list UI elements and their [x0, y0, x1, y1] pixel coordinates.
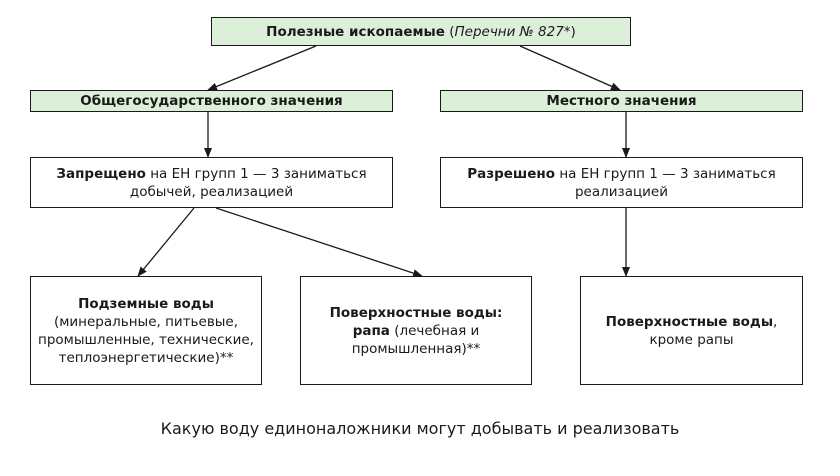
arrow-root-to-left	[207, 45, 317, 91]
diagram-caption: Какую воду единоналожники могут добывать…	[160, 419, 680, 438]
right-header-box: Местного значения	[440, 90, 803, 112]
underground-water-box: Подземные воды(минеральные, питьевые, пр…	[30, 276, 262, 385]
right-status-box: Разрешено на ЕН групп 1 — 3 заниматься р…	[440, 157, 803, 208]
right-status-text: на ЕН групп 1 — 3 заниматься реализацией	[555, 165, 776, 200]
surface-brine-box: Поверхностные воды:рапа (лечебная и пром…	[300, 276, 532, 385]
arrow-status-to-underground	[137, 207, 195, 277]
arrow-status-to-surface-brine	[215, 207, 423, 277]
root-note: Перечни № 827*	[454, 23, 571, 40]
surface-brine-details: (лечебная и промышленная)**	[351, 322, 481, 357]
right-header-label: Местного значения	[546, 93, 697, 109]
right-status-bold: Разрешено	[467, 165, 556, 182]
surface-brine-sub: рапа	[352, 322, 390, 339]
root-box: Полезные ископаемые (Перечни № 827*)	[211, 17, 631, 46]
left-status-box: Запрещено на ЕН групп 1 — 3 заниматься д…	[30, 157, 393, 208]
left-status-text: на ЕН групп 1 — 3 заниматься добычей, ре…	[129, 165, 367, 200]
arrow-root-to-right	[519, 45, 621, 91]
underground-title: Подземные воды	[78, 295, 214, 312]
left-header-label: Общегосударственного значения	[80, 93, 343, 109]
left-header-box: Общегосударственного значения	[30, 90, 393, 112]
surface-local-details: кроме рапы	[649, 331, 734, 348]
surface-brine-title: Поверхностные воды:	[329, 304, 503, 321]
root-title: Полезные ископаемые	[266, 23, 445, 40]
left-status-bold: Запрещено	[56, 165, 146, 182]
surface-local-title: Поверхностные воды	[605, 313, 774, 330]
underground-details: (минеральные, питьевые, промышленные, те…	[38, 313, 254, 366]
surface-water-local-box: Поверхностные воды,кроме рапы	[580, 276, 803, 385]
